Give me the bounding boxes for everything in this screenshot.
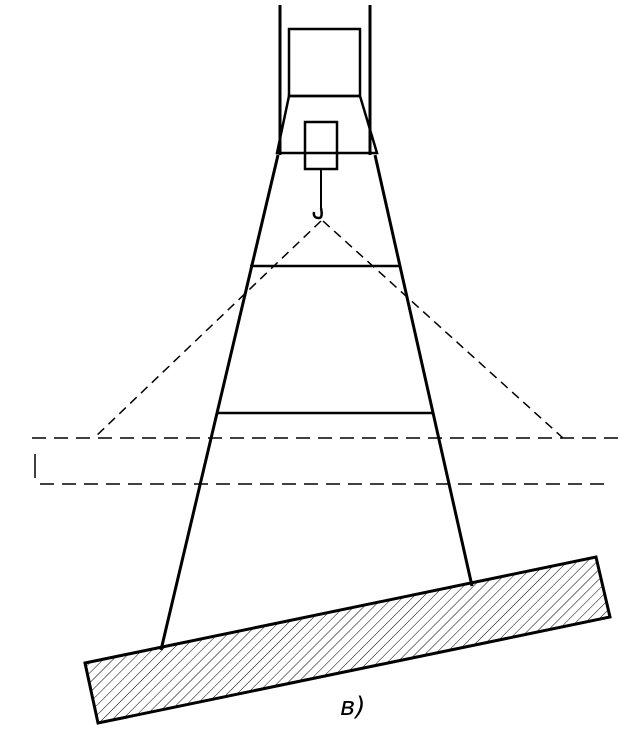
figure-caption: в) xyxy=(340,692,365,722)
hook-icon xyxy=(312,207,323,220)
sling-dashed-right xyxy=(322,220,564,439)
sling-dashed-left xyxy=(93,220,322,439)
hoist-block xyxy=(303,120,339,171)
inclined-base-slab xyxy=(83,555,612,725)
crane-top-box xyxy=(287,27,362,98)
tower-right-leg xyxy=(373,154,474,587)
crane-trolley-frame xyxy=(275,94,379,155)
tower-left-leg xyxy=(159,154,280,651)
